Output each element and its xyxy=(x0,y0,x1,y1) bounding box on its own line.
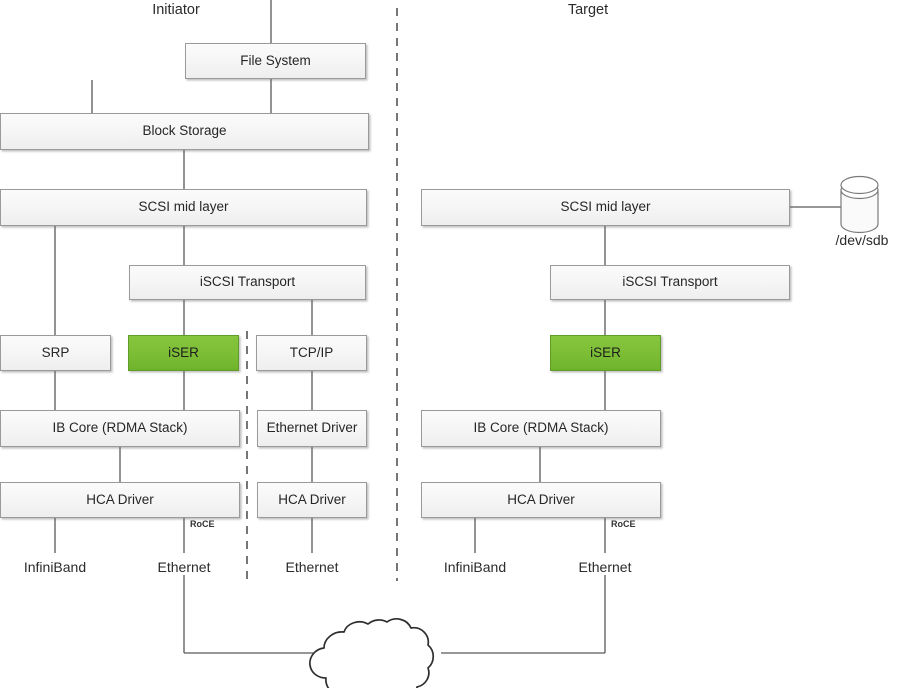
node-scsi-mid-layer-target[interactable]: SCSI mid layer xyxy=(421,189,790,226)
node-hca-driver-initiator-ib[interactable]: HCA Driver xyxy=(0,482,240,518)
label-ethernet-initiator-roce: Ethernet xyxy=(157,559,211,575)
heading-target: Target xyxy=(567,2,609,18)
label-roce-target: RoCE xyxy=(611,519,636,529)
node-iscsi-transport-initiator[interactable]: iSCSI Transport xyxy=(129,265,366,300)
label-roce-initiator: RoCE xyxy=(190,519,215,529)
disk-cylinder-icon xyxy=(840,175,879,234)
node-hca-driver-target[interactable]: HCA Driver xyxy=(421,482,661,518)
heading-initiator: Initiator xyxy=(152,2,200,18)
node-hca-driver-initiator-eth[interactable]: HCA Driver xyxy=(257,482,367,518)
label-ethernet-initiator-tcp: Ethernet xyxy=(285,559,339,575)
node-srp[interactable]: SRP xyxy=(0,335,111,371)
node-ib-core-target[interactable]: IB Core (RDMA Stack) xyxy=(421,410,661,447)
node-iser-target[interactable]: iSER xyxy=(550,335,661,371)
node-tcp-ip[interactable]: TCP/IP xyxy=(256,335,367,371)
label-dev-sdb: /dev/sdb xyxy=(835,232,889,248)
node-file-system[interactable]: File System xyxy=(185,43,366,79)
label-infiniband-initiator: InfiniBand xyxy=(23,559,87,575)
node-iser-initiator[interactable]: iSER xyxy=(128,335,239,371)
node-ethernet-driver[interactable]: Ethernet Driver xyxy=(257,410,367,447)
label-ethernet-target: Ethernet xyxy=(578,559,632,575)
network-cloud-icon xyxy=(309,618,435,688)
node-scsi-mid-layer-initiator[interactable]: SCSI mid layer xyxy=(0,189,367,226)
label-infiniband-target: InfiniBand xyxy=(443,559,507,575)
node-iscsi-transport-target[interactable]: iSCSI Transport xyxy=(550,265,790,300)
node-block-storage[interactable]: Block Storage xyxy=(0,113,369,150)
node-ib-core-initiator[interactable]: IB Core (RDMA Stack) xyxy=(0,410,240,447)
